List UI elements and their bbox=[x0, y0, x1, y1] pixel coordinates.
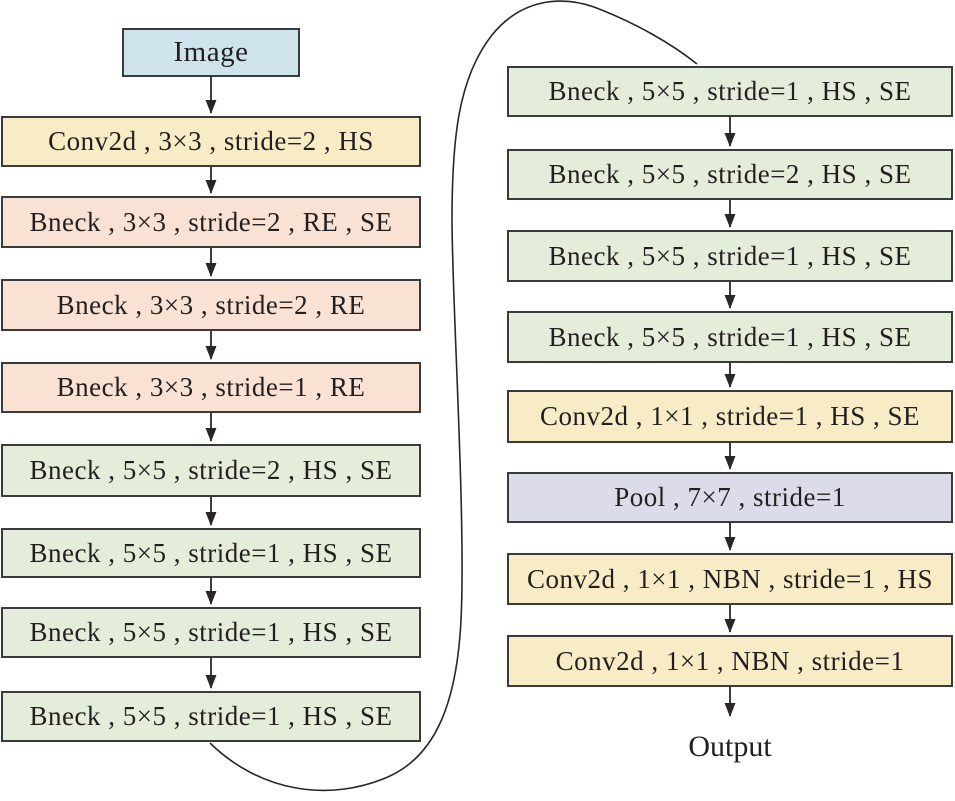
input-node: Image bbox=[122, 28, 300, 77]
left-node-1: Bneck , 3×3 , stride=2 , RE , SE bbox=[1, 196, 421, 248]
left-node-3: Bneck , 3×3 , stride=1 , RE bbox=[1, 362, 421, 413]
node-label: Bneck , 3×3 , stride=2 , RE bbox=[56, 289, 366, 320]
node-label: Conv2d , 1×1 , NBN , stride=1 bbox=[555, 645, 905, 676]
node-label: Bneck , 5×5 , stride=1 , HS , SE bbox=[548, 76, 912, 106]
node-label: Bneck , 5×5 , stride=1 , HS , SE bbox=[29, 701, 393, 731]
right-node-0: Bneck , 5×5 , stride=1 , HS , SE bbox=[507, 66, 953, 117]
node-label: Bneck , 5×5 , stride=2 , HS , SE bbox=[29, 455, 393, 485]
node-label: Pool , 7×7 , stride=1 bbox=[614, 482, 846, 512]
right-node-2: Bneck , 5×5 , stride=1 , HS , SE bbox=[507, 230, 953, 282]
left-node-6: Bneck , 5×5 , stride=1 , HS , SE bbox=[1, 607, 421, 658]
left-node-5: Bneck , 5×5 , stride=1 , HS , SE bbox=[1, 528, 421, 578]
node-label: Bneck , 5×5 , stride=1 , HS , SE bbox=[29, 537, 393, 568]
right-node-6: Conv2d , 1×1 , NBN , stride=1 , HS bbox=[507, 553, 953, 605]
node-label: Bneck , 5×5 , stride=2 , HS , SE bbox=[548, 159, 912, 189]
input-node-label: Image bbox=[173, 36, 249, 68]
node-label: Conv2d , 1×1 , NBN , stride=1 , HS bbox=[527, 563, 933, 594]
output-label: Output bbox=[688, 730, 772, 763]
node-label: Bneck , 3×3 , stride=1 , RE bbox=[56, 372, 366, 402]
node-label: Bneck , 3×3 , stride=2 , RE , SE bbox=[29, 206, 393, 237]
left-node-0: Conv2d , 3×3 , stride=2 , HS bbox=[1, 116, 421, 167]
right-node-7: Conv2d , 1×1 , NBN , stride=1 bbox=[507, 635, 953, 687]
left-node-4: Bneck , 5×5 , stride=2 , HS , SE bbox=[1, 444, 421, 497]
left-node-7: Bneck , 5×5 , stride=1 , HS , SE bbox=[1, 691, 421, 742]
node-label: Bneck , 5×5 , stride=1 , HS , SE bbox=[548, 321, 912, 352]
node-label: Bneck , 5×5 , stride=1 , HS , SE bbox=[29, 617, 393, 647]
right-node-1: Bneck , 5×5 , stride=2 , HS , SE bbox=[507, 149, 953, 200]
right-node-3: Bneck , 5×5 , stride=1 , HS , SE bbox=[507, 311, 953, 363]
right-node-4: Conv2d , 1×1 , stride=1 , HS , SE bbox=[507, 390, 953, 443]
node-label: Bneck , 5×5 , stride=1 , HS , SE bbox=[548, 240, 912, 271]
left-node-2: Bneck , 3×3 , stride=2 , RE bbox=[1, 279, 421, 331]
right-node-5: Pool , 7×7 , stride=1 bbox=[507, 472, 953, 523]
node-label: Conv2d , 3×3 , stride=2 , HS bbox=[48, 126, 374, 156]
node-label: Conv2d , 1×1 , stride=1 , HS , SE bbox=[540, 401, 920, 431]
